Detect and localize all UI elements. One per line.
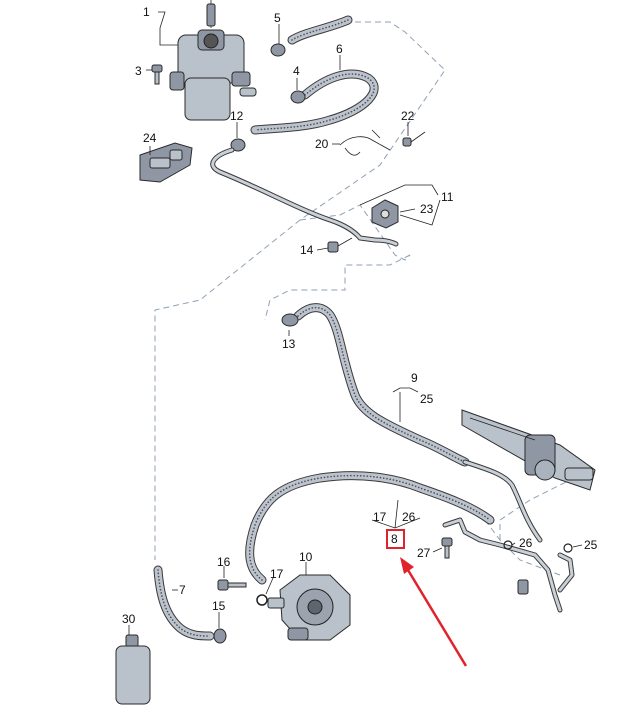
hose-6 — [250, 69, 379, 135]
callout-24: 24 — [143, 131, 157, 145]
leader-lines — [128, 11, 583, 635]
highlight-callout-8 — [386, 529, 405, 549]
fitting-lower — [517, 579, 529, 595]
hose-8 — [245, 471, 575, 613]
reservoir-1 — [169, 0, 257, 121]
callout-6: 6 — [336, 42, 343, 56]
callout-11: 11 — [441, 190, 454, 204]
callout-12: 12 — [230, 109, 244, 123]
clamp-15 — [213, 628, 227, 644]
callout-26-mid: 26 — [402, 510, 416, 524]
screw-3 — [151, 64, 163, 85]
clip-20 — [339, 129, 391, 156]
callout-17-mid: 17 — [373, 510, 387, 524]
callout-15: 15 — [212, 599, 226, 613]
callout-5: 5 — [274, 11, 281, 25]
callout-1: 1 — [143, 5, 150, 19]
callout-20: 20 — [315, 137, 329, 151]
callout-8: 8 — [391, 532, 398, 546]
return-pipe-11 — [210, 147, 399, 247]
clamp-13 — [281, 313, 299, 327]
callout-23: 23 — [420, 202, 434, 216]
bolt-27 — [441, 537, 453, 559]
callout-13: 13 — [282, 337, 296, 351]
callout-10: 10 — [299, 550, 313, 564]
callout-labels: 1 3 5 6 4 22 12 24 20 11 23 14 13 9 25 1… — [122, 5, 598, 626]
callout-3: 3 — [135, 64, 142, 78]
callout-27: 27 — [417, 546, 431, 560]
callout-9: 9 — [411, 371, 418, 385]
hose-5 — [287, 15, 353, 45]
callout-30: 30 — [122, 612, 136, 626]
callout-17-bottom: 17 — [270, 567, 284, 581]
callout-14: 14 — [300, 243, 314, 257]
pump-10 — [267, 574, 351, 641]
washer-17 — [256, 594, 268, 606]
callout-26-right: 26 — [519, 536, 533, 550]
oil-bottle-30 — [115, 634, 151, 705]
callout-25-right: 25 — [584, 538, 598, 552]
bolt-22 — [402, 131, 426, 147]
dashed-outlines — [154, 21, 576, 576]
bracket-23 — [371, 199, 399, 229]
red-arrow — [400, 557, 468, 667]
screw-14 — [327, 237, 353, 253]
bolt-16 — [217, 579, 247, 591]
o-ring-25 — [563, 543, 573, 553]
highlight-box — [386, 529, 405, 549]
bracket-24 — [139, 142, 193, 183]
clamp-5 — [270, 43, 286, 57]
clamp-4 — [290, 90, 306, 104]
hose-7 — [153, 565, 215, 641]
callout-25-top: 25 — [420, 392, 434, 406]
steering-rack — [461, 409, 596, 491]
callout-4: 4 — [293, 64, 300, 78]
callout-22: 22 — [401, 109, 415, 123]
callout-7: 7 — [179, 583, 186, 597]
clamp-12 — [230, 138, 246, 152]
pressure-hose-13-9 — [293, 303, 543, 543]
callout-16: 16 — [217, 555, 231, 569]
